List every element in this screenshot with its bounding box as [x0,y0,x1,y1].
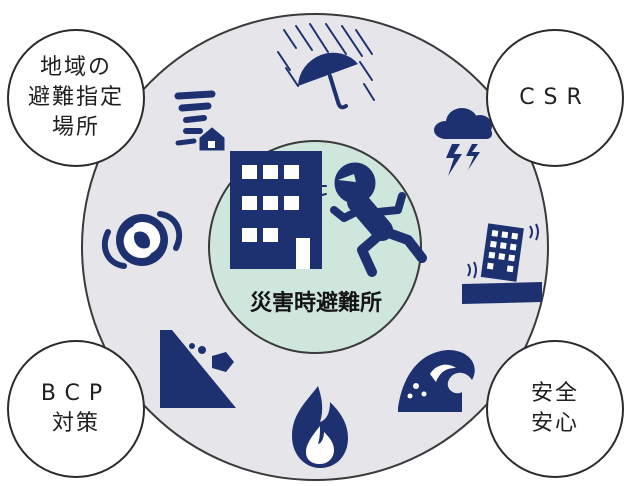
corner-label-line: 安全 [530,381,579,406]
bcp-measures-circle: BCP 対策 [7,340,145,478]
landslide-icon [160,330,236,408]
evacuation-building-icon [230,151,322,269]
csr-circle: CSR [486,29,624,167]
corner-label-line: CSR [519,85,591,110]
tsunami-wave-icon [398,350,475,412]
corner-label-line: BCP [40,381,112,406]
corner-label-line: 避難指定 [27,85,124,110]
running-person-icon [315,162,427,277]
fire-icon [292,386,348,468]
corner-label-line: 対策 [51,411,100,436]
safety-security-circle: 安全 安心 [486,340,624,478]
earthquake-building-icon [462,223,542,304]
corner-label-line: 安心 [530,411,579,436]
corner-label-line: 地域の [39,55,112,80]
center-label: 災害時避難所 [250,290,382,316]
rain-umbrella-icon [277,23,375,110]
typhoon-icon [101,211,183,269]
community-evacuation-site-circle: 地域の 避難指定 場所 [7,29,145,167]
corner-label-line: 場所 [51,115,100,140]
thunderstorm-icon [434,108,492,176]
tornado-icon [174,90,225,151]
